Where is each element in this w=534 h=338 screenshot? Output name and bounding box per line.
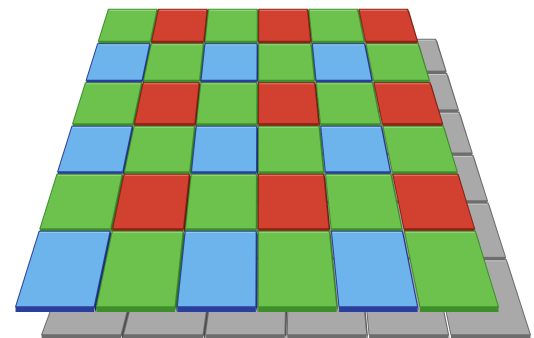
green-tile xyxy=(258,126,324,176)
green-tile xyxy=(40,174,124,233)
red-tile xyxy=(152,9,209,44)
blue-tile xyxy=(177,231,257,312)
blue-tile xyxy=(312,44,373,84)
red-tile xyxy=(259,83,321,128)
green-tile xyxy=(309,9,366,44)
blue-tile xyxy=(16,231,112,312)
red-tile xyxy=(135,83,201,128)
green-tile xyxy=(125,126,196,176)
green-tile xyxy=(326,174,404,233)
green-tile xyxy=(316,83,382,128)
blue-tile xyxy=(191,126,258,176)
green-tile xyxy=(197,83,259,128)
red-tile xyxy=(113,174,191,233)
blue-tile xyxy=(86,44,151,84)
green-tile xyxy=(185,174,257,233)
green-tile xyxy=(259,44,316,84)
blue-tile xyxy=(321,126,392,176)
green-tile xyxy=(205,9,259,44)
green-tile xyxy=(73,83,143,128)
green-tile xyxy=(144,44,205,84)
blue-tile xyxy=(201,44,258,84)
red-tile xyxy=(359,9,419,44)
green-tile xyxy=(258,231,338,312)
red-tile xyxy=(258,174,330,233)
green-tile xyxy=(96,231,184,312)
green-tile xyxy=(98,9,158,44)
blue-tile xyxy=(58,126,134,176)
red-tile xyxy=(259,9,312,44)
